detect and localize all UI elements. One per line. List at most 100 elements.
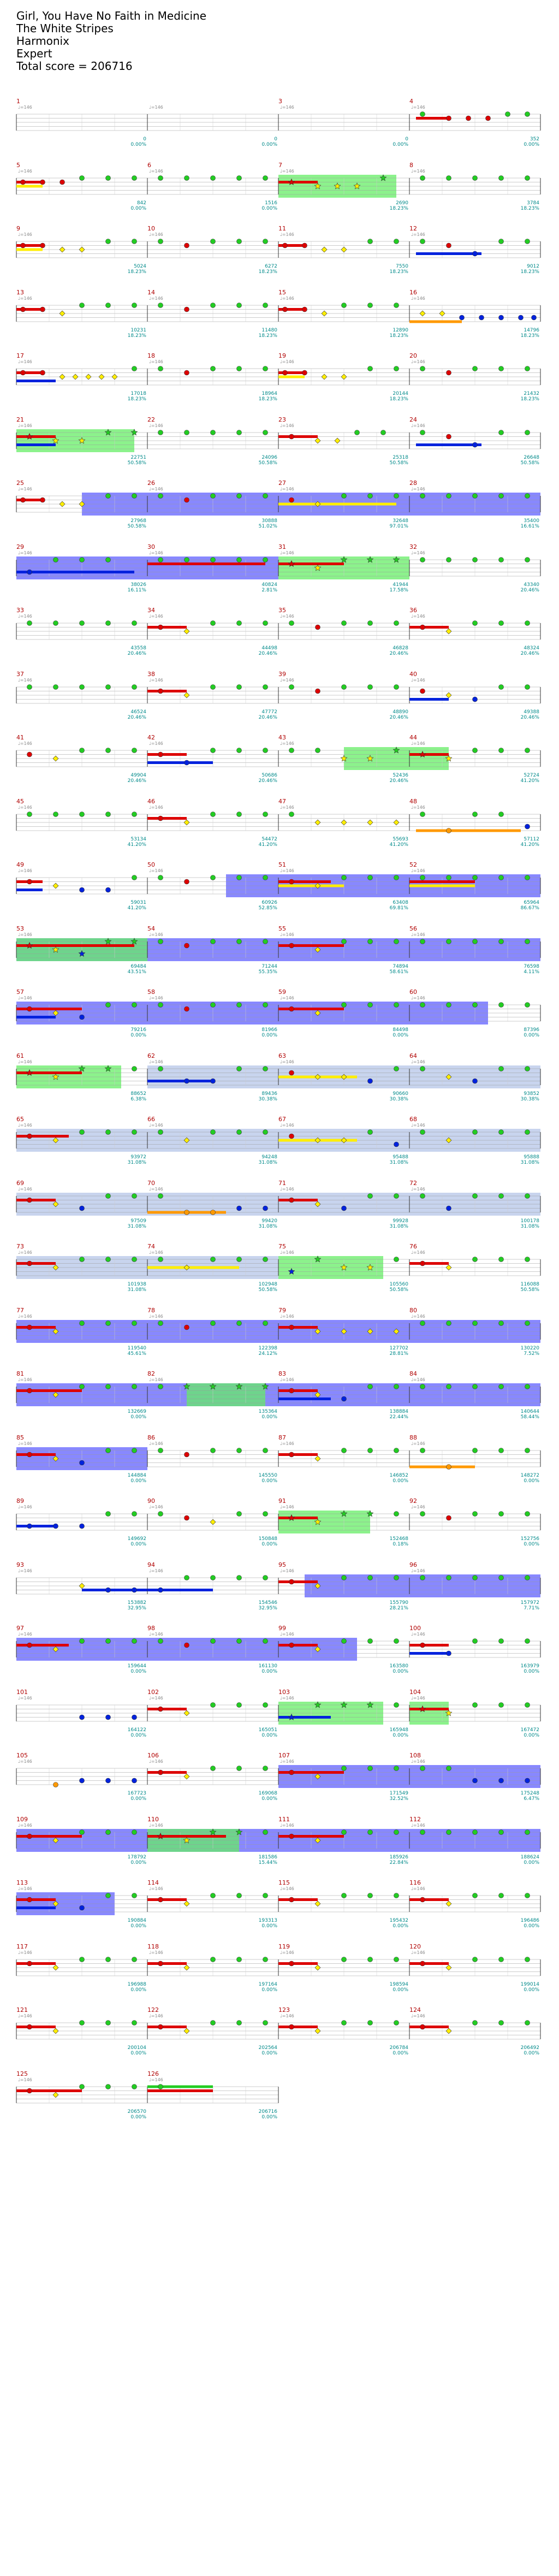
star-note — [379, 174, 387, 181]
sustain-tail — [409, 697, 449, 701]
measure-score: 0 — [143, 137, 146, 142]
gem-note — [158, 1706, 163, 1712]
gem-note — [446, 1515, 451, 1521]
gem-note — [314, 1328, 321, 1334]
tempo-marker: ♩=146 — [18, 1950, 32, 1955]
tempo-marker: ♩=146 — [411, 1886, 425, 1891]
gem-note — [445, 1900, 452, 1907]
measure-percent: 50.58% — [521, 1287, 540, 1293]
measure-number: 41 — [16, 734, 24, 741]
measure-number: 68 — [409, 1116, 417, 1123]
measure-percent: 51.02% — [259, 524, 278, 529]
measure-percent: 18.23% — [128, 396, 147, 402]
measure-percent: 22.44% — [390, 1414, 409, 1420]
gem-note — [472, 811, 478, 817]
measure-percent: 20.46% — [521, 651, 540, 656]
measure-score: 35400 — [524, 518, 539, 524]
gem-note — [236, 429, 242, 435]
measure-score: 152756 — [521, 1536, 540, 1542]
measure-score: 24096 — [261, 455, 277, 460]
measure-number: 61 — [16, 1052, 24, 1059]
gem-note — [52, 2028, 59, 2034]
gem-note — [79, 1638, 85, 1644]
sustain-tail — [278, 435, 318, 438]
gem-note — [105, 1829, 111, 1835]
gem-note — [525, 111, 530, 117]
measure-score: 163580 — [390, 1663, 409, 1669]
measure-score: 842 — [137, 200, 146, 206]
tempo-marker: ♩=146 — [280, 296, 294, 301]
star-note — [288, 1268, 295, 1275]
measure-score: 164122 — [128, 1727, 146, 1733]
tempo-marker: ♩=146 — [18, 423, 32, 428]
gem-note — [105, 1320, 111, 1326]
measure-number: 26 — [147, 479, 155, 487]
sustain-tail — [416, 829, 521, 832]
tempo-marker: ♩=146 — [18, 1250, 32, 1255]
gem-note — [59, 310, 66, 316]
gem-note — [367, 1328, 373, 1334]
measure-number: 3 — [278, 98, 282, 105]
gem-note — [289, 1579, 294, 1584]
gem-note — [263, 748, 268, 753]
sustain-tail — [16, 1389, 82, 1392]
gem-note — [263, 239, 268, 244]
measure-score: 146852 — [390, 1473, 408, 1478]
gem-note — [132, 1893, 137, 1898]
gem-note — [525, 1702, 530, 1708]
tempo-marker: ♩=146 — [18, 1187, 32, 1192]
measure-number: 27 — [278, 479, 286, 487]
gem-note — [394, 1638, 399, 1644]
tempo-marker: ♩=146 — [149, 105, 163, 110]
gem-note — [466, 115, 471, 121]
gem-note — [420, 1574, 425, 1580]
measure-percent: 31.08% — [390, 1160, 409, 1165]
gem-note — [184, 242, 189, 248]
tempo-marker: ♩=146 — [411, 1696, 425, 1701]
gem-note — [314, 501, 321, 507]
total-score: Total score = 206716 — [16, 60, 133, 73]
sustain-tail — [16, 1198, 56, 1201]
tempo-marker: ♩=146 — [411, 1059, 425, 1064]
star-note — [130, 937, 138, 945]
sustain-tail — [16, 944, 134, 947]
measure-number: 126 — [147, 2070, 159, 2077]
measure-score: 74894 — [393, 964, 408, 969]
star-note — [445, 755, 453, 762]
measure-number: 66 — [147, 1116, 155, 1123]
gem-note — [525, 1574, 530, 1580]
gem-note — [236, 2020, 242, 2026]
measure-score: 116088 — [521, 1282, 540, 1287]
gem-note — [525, 684, 530, 690]
gem-note — [27, 569, 32, 575]
gem-note — [79, 1320, 85, 1326]
measure-number: 94 — [147, 1561, 155, 1568]
gem-note — [394, 1511, 399, 1517]
measure-number: 56 — [409, 925, 417, 932]
gem-note — [263, 811, 268, 817]
gem-note — [263, 493, 268, 499]
gem-note — [52, 1900, 59, 1907]
gem-note — [52, 1264, 59, 1271]
measure-percent: 20.46% — [390, 715, 409, 720]
measure-score: 32648 — [393, 518, 408, 524]
gem-note — [40, 179, 45, 185]
gem-note — [525, 493, 530, 499]
gem-note — [394, 1829, 399, 1835]
measure-score: 199014 — [521, 1982, 540, 1987]
gem-note — [314, 1010, 321, 1016]
measure-score: 10231 — [130, 328, 146, 333]
sustain-tail — [409, 1652, 449, 1655]
gem-note — [263, 1002, 268, 1008]
measure-number: 71 — [278, 1180, 286, 1187]
gem-note — [79, 1583, 85, 1589]
measure-number: 38 — [147, 671, 155, 678]
gem-note — [158, 2024, 163, 2030]
sustain-tail — [278, 1962, 318, 1965]
